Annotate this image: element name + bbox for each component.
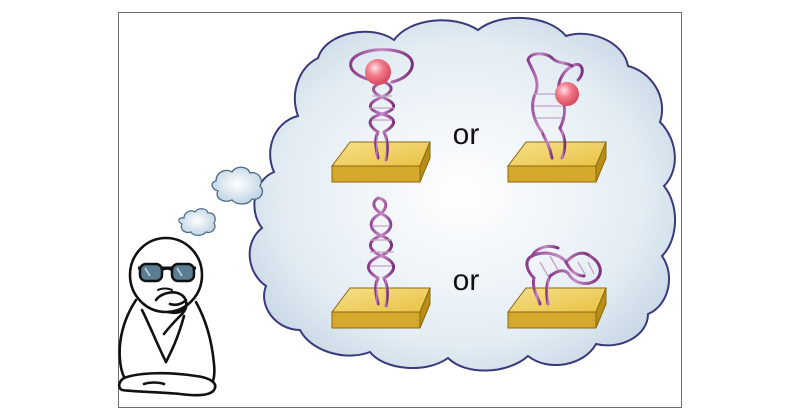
- gold-substrate-icon: [331, 141, 431, 167]
- gold-substrate-icon: [331, 287, 431, 313]
- dna-aptamer-icon: [525, 244, 602, 306]
- target-molecule-icon: [555, 82, 579, 106]
- aptamer-bound-bent: [507, 52, 607, 183]
- gold-substrate-icon: [507, 141, 607, 167]
- dna-aptamer-icon: [349, 48, 414, 162]
- dna-aptamer-icon: [367, 196, 395, 308]
- or-label-top: or: [453, 118, 480, 151]
- aptamer-bound-straight: [331, 48, 431, 183]
- sunglasses-icon: [138, 262, 196, 283]
- aptamer-unbound-collapsed: [507, 244, 607, 329]
- thought-bubble-icon: [248, 16, 676, 372]
- target-molecule-icon: [365, 59, 391, 85]
- dna-aptamer-icon: [526, 52, 584, 160]
- thinking-person-icon: [117, 236, 217, 397]
- gold-substrate-icon: [507, 287, 607, 313]
- thought-bubble-small-icon: [211, 166, 264, 205]
- aptamer-unbound-straight: [331, 196, 431, 329]
- thought-bubble-tiny-icon: [178, 208, 216, 236]
- or-label-bottom: or: [453, 264, 480, 297]
